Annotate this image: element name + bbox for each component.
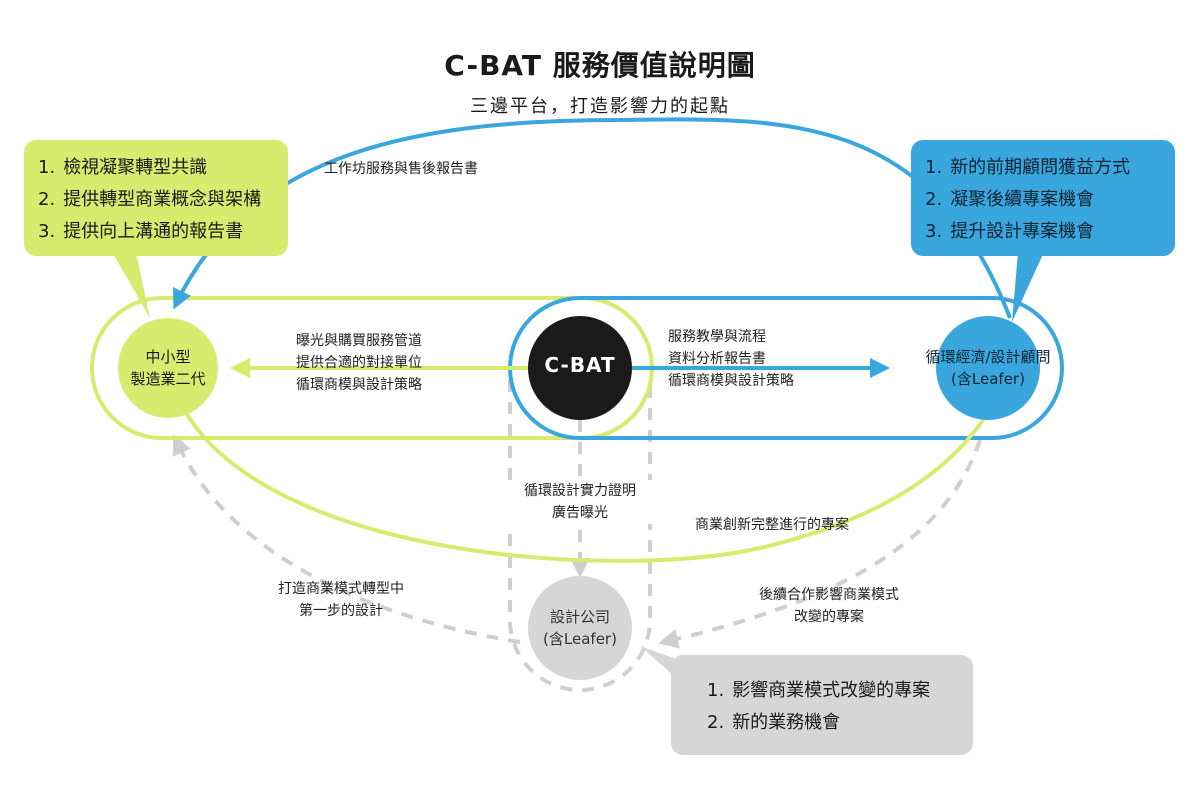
edge-label-line: 第一步的設計: [299, 603, 383, 619]
arrow-business-innovation: [178, 386, 1003, 563]
edge-label-line: 循環設計實力證明: [524, 483, 636, 499]
item-text: 提升設計專案機會: [950, 221, 1095, 242]
item-number: 2.: [707, 712, 725, 733]
cbat-to-design-label: 循環設計實力證明 廣告曝光: [500, 480, 660, 524]
sme-node: [118, 318, 218, 418]
edge-label-line: 打造商業模式轉型中: [278, 581, 404, 597]
consultant-node: [936, 316, 1040, 420]
callout-tail-sme: [112, 252, 150, 318]
design-company-callout: 1. 影響商業模式改變的專案 2. 新的業務機會: [671, 655, 973, 755]
edge-label-line: 廣告曝光: [552, 505, 608, 521]
item-text: 提供向上溝通的報告書: [63, 221, 244, 242]
consultant-node-label: 循環經濟/設計顧問 (含Leafer): [903, 346, 1073, 390]
item-number: 3.: [38, 221, 56, 242]
item-number: 1.: [38, 157, 56, 178]
cbat-node-label: C-BAT: [544, 353, 616, 377]
arrow-consultant-to-design-company: [658, 439, 982, 649]
design-company-node-label: 設計公司 (含Leafer): [520, 606, 640, 650]
design-company-label-line1: 設計公司: [549, 608, 610, 626]
item-number: 1.: [707, 680, 725, 701]
arrow-design-company-to-sme: [172, 434, 521, 644]
consultant-callout-item: 3. 提升設計專案機會: [925, 216, 1161, 248]
item-number: 2.: [925, 189, 943, 210]
callout-tail-consultant: [1012, 252, 1044, 322]
edge-label-line: 循環商模與設計策略: [668, 373, 794, 389]
design-company-dashed-loop: [508, 380, 652, 692]
edge-label-line: 循環商模與設計策略: [296, 377, 422, 393]
item-text: 新的前期顧問獲益方式: [950, 157, 1131, 178]
edge-label-line: 後續合作影響商業模式: [759, 587, 899, 603]
edge-label-line: 提供合適的對接單位: [296, 355, 422, 371]
arrow-workshop-report: [173, 117, 1012, 319]
cbat-node: [528, 316, 632, 420]
business-innovation-label: 商業創新完整進行的專案: [695, 517, 849, 533]
item-text: 凝聚後續專案機會: [950, 189, 1095, 210]
sme-callout-item: 1. 檢視凝聚轉型共識: [38, 152, 274, 184]
sme-node-label: 中小型 製造業二代: [113, 346, 223, 390]
workshop-report-label: 工作坊服務與售後報告書: [324, 161, 478, 177]
edge-label-line: 資料分析報告書: [668, 351, 766, 367]
item-text: 檢視凝聚轉型共識: [63, 157, 208, 178]
item-text: 提供轉型商業概念與架構: [63, 189, 262, 210]
sme-label-line1: 中小型: [145, 348, 191, 366]
consultant-label-line1: 循環經濟/設計顧問: [925, 348, 1051, 366]
edge-label-line: 曝光與購買服務管道: [296, 333, 422, 349]
sme-callout-item: 3. 提供向上溝通的報告書: [38, 216, 274, 248]
item-text: 影響商業模式改變的專案: [732, 680, 931, 701]
design-company-label-line2: (含Leafer): [543, 630, 617, 648]
edge-label-line: 服務教學與流程: [668, 329, 766, 345]
page-title: C-BAT 服務價值說明圖: [444, 49, 756, 82]
design-company-node: [528, 576, 632, 680]
sme-callout: 1. 檢視凝聚轉型共識 2. 提供轉型商業概念與架構 3. 提供向上溝通的報告書: [24, 140, 288, 256]
cbat-to-sme-label: 曝光與購買服務管道 提供合適的對接單位 循環商模與設計策略: [296, 330, 422, 396]
item-number: 3.: [925, 221, 943, 242]
design-company-callout-item: 2. 新的業務機會: [707, 707, 959, 739]
follow-up-project-label: 後續合作影響商業模式 改變的專案: [734, 584, 924, 628]
consultant-callout: 1. 新的前期顧問獲益方式 2. 凝聚後續專案機會 3. 提升設計專案機會: [911, 140, 1175, 256]
item-text: 新的業務機會: [732, 712, 841, 733]
consultant-label-line2: (含Leafer): [951, 370, 1025, 388]
page-subtitle: 三邊平台，打造影響力的起點: [470, 96, 730, 117]
design-company-callout-item: 1. 影響商業模式改變的專案: [707, 675, 959, 707]
edge-label-line: 改變的專案: [794, 609, 864, 625]
consultant-callout-item: 1. 新的前期顧問獲益方式: [925, 152, 1161, 184]
item-number: 2.: [38, 189, 56, 210]
consultant-callout-item: 2. 凝聚後續專案機會: [925, 184, 1161, 216]
sme-callout-item: 2. 提供轉型商業概念與架構: [38, 184, 274, 216]
cbat-to-consultant-label: 服務教學與流程 資料分析報告書 循環商模與設計策略: [668, 326, 794, 392]
item-number: 1.: [925, 157, 943, 178]
first-step-design-label: 打造商業模式轉型中 第一步的設計: [256, 578, 426, 622]
sme-label-line2: 製造業二代: [130, 370, 206, 388]
